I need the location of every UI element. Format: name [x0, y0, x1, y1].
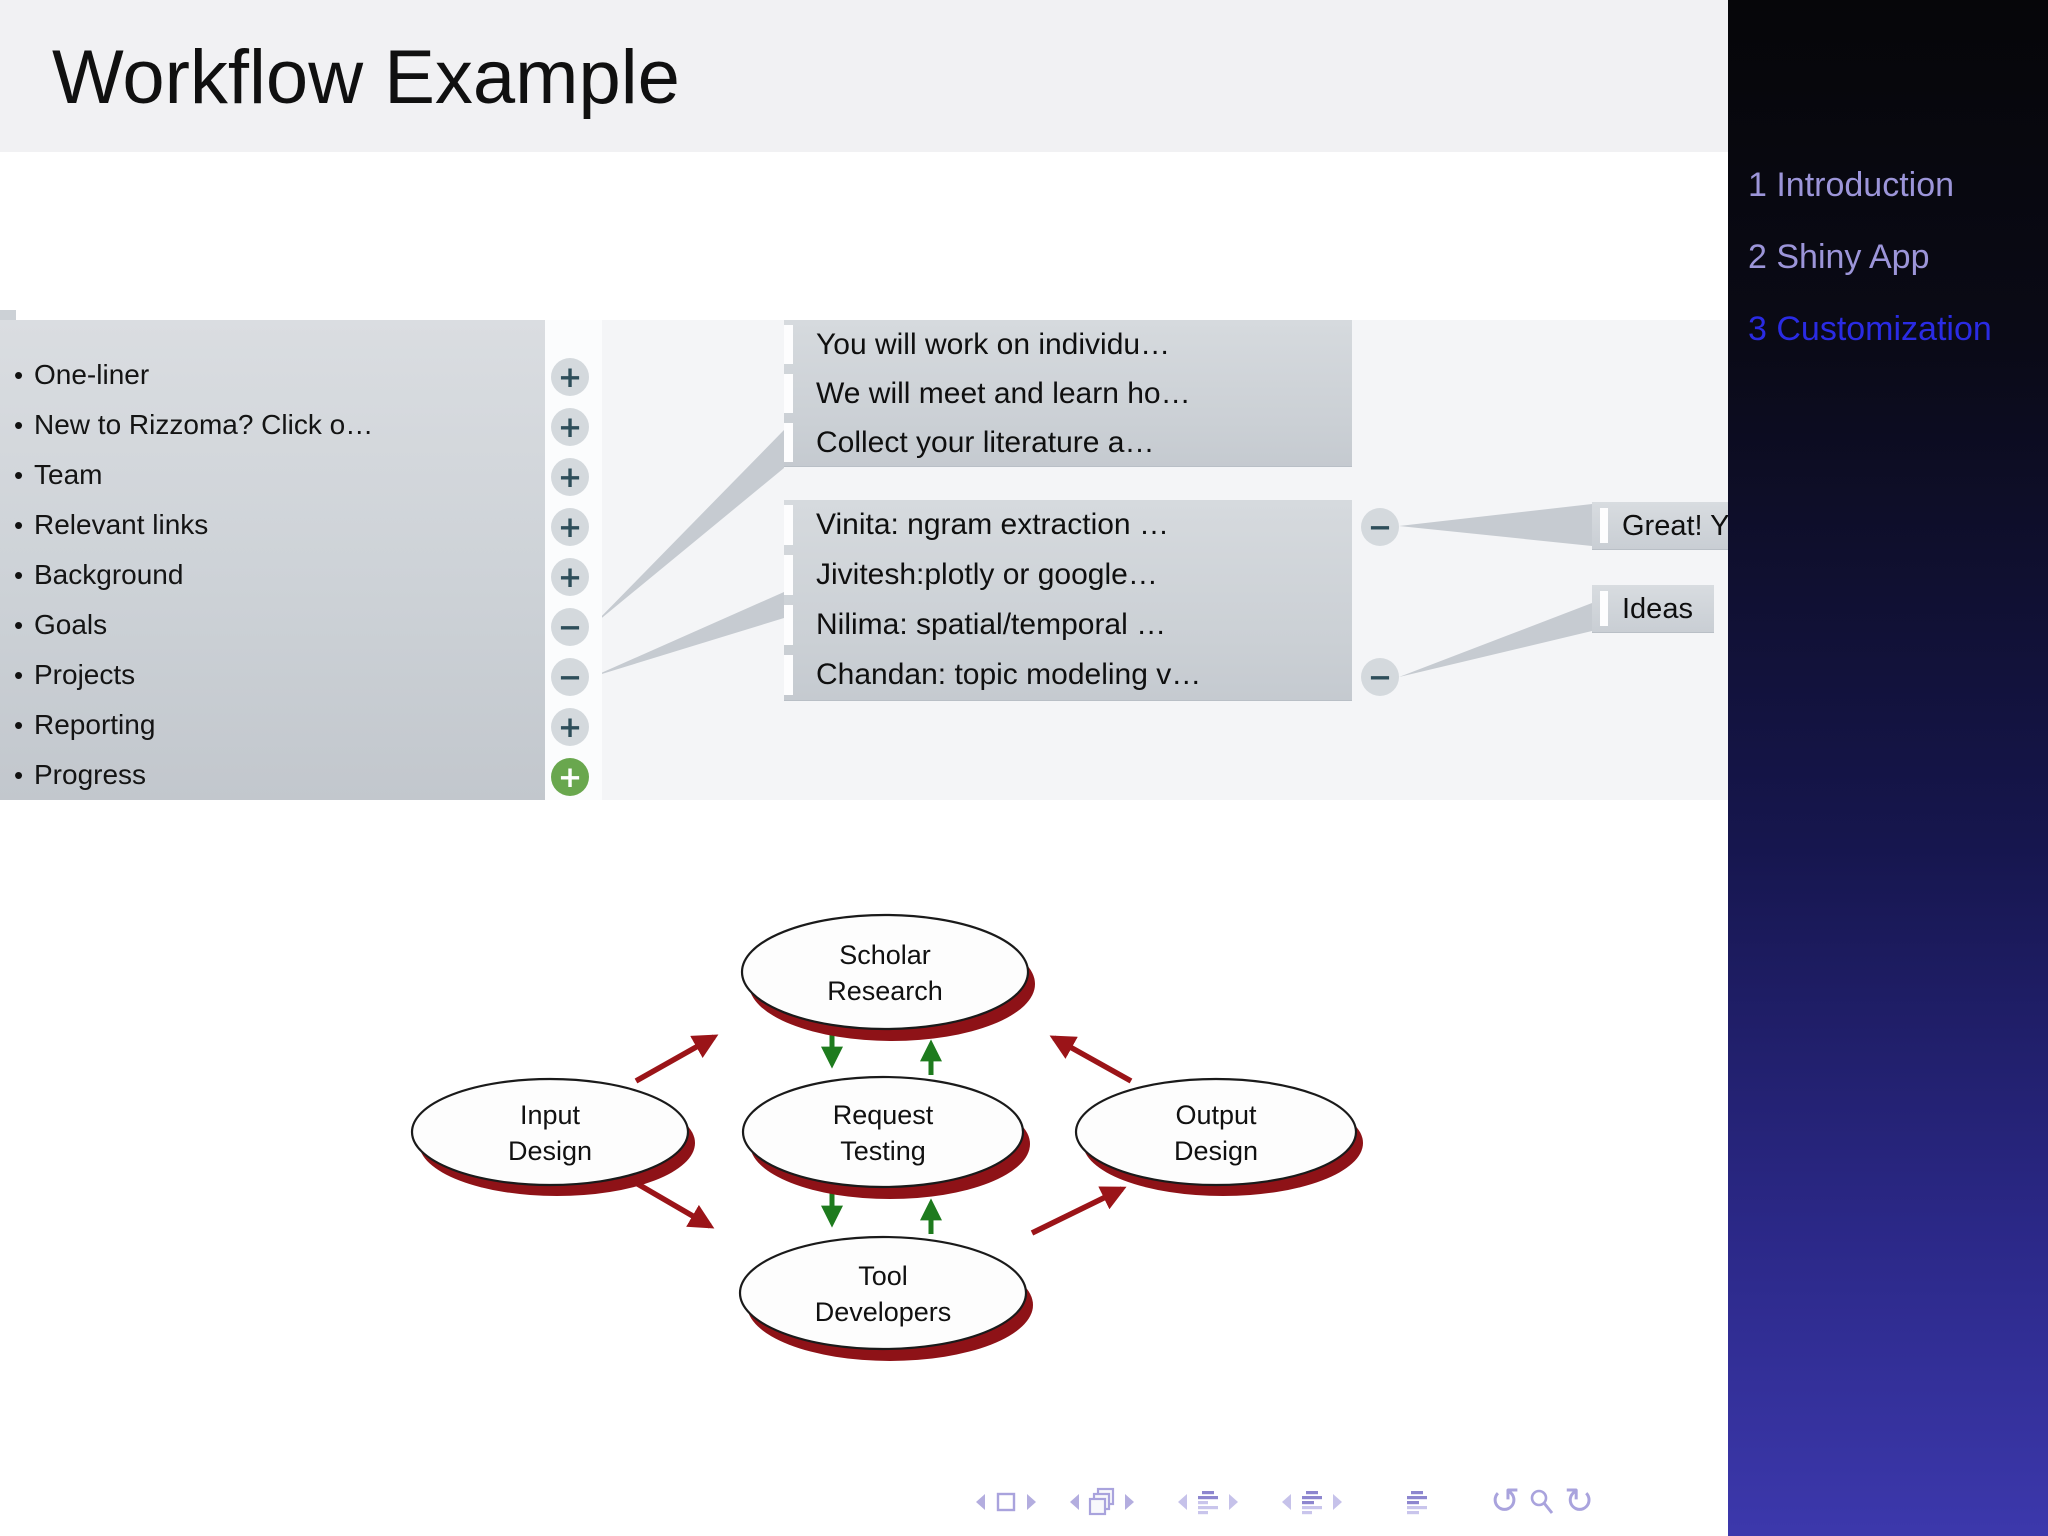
topic-list-pane: One-liner New to Rizzoma? Click o… Team … [0, 320, 545, 800]
node-label: Scholar [839, 940, 931, 970]
expand-topic-button[interactable]: + [551, 358, 589, 396]
topic-item: One-liner [0, 350, 545, 400]
sidebar-item-introduction[interactable]: 1 Introduction [1748, 166, 1955, 204]
appendix-lines-icon[interactable] [1404, 1486, 1430, 1518]
reply-box-ideas: Ideas [1592, 585, 1714, 633]
subsection-lines-icon[interactable] [1195, 1487, 1221, 1517]
node-label: Output [1175, 1100, 1257, 1130]
topic-item: Projects [0, 650, 545, 700]
slide-icon[interactable] [993, 1487, 1019, 1517]
prev-subsection-icon[interactable] [1174, 1487, 1190, 1517]
workflow-diagram: Scholar Research Input Design Request Te… [410, 913, 1363, 1361]
connector-thread2-to-ideas [1399, 603, 1592, 677]
edge-output-to-scholar [1049, 1035, 1133, 1084]
section-lines-icon[interactable] [1299, 1487, 1325, 1517]
node-output-design: Output Design [1074, 1077, 1363, 1196]
thread-message: Collect your literature a… [784, 418, 1352, 467]
node-label: Design [508, 1136, 592, 1166]
thread-box-1: You will work on individu… We will meet … [784, 320, 1352, 467]
node-label: Tool [858, 1261, 908, 1291]
next-slide-icon[interactable] [1024, 1487, 1040, 1517]
back-icon[interactable]: ↺ [1490, 1481, 1521, 1522]
thread-message: Vinita: ngram extraction … [784, 500, 1352, 550]
next-subsection-icon[interactable] [1226, 1487, 1242, 1517]
search-icon[interactable] [1527, 1486, 1557, 1518]
node-input-design: Input Design [410, 1077, 695, 1196]
topic-item: Goals [0, 600, 545, 650]
node-tool-developers: Tool Developers [738, 1235, 1033, 1361]
prev-slide-icon[interactable] [972, 1487, 988, 1517]
edge-tool-to-output [1030, 1186, 1127, 1236]
prev-section-icon[interactable] [1278, 1487, 1294, 1517]
expand-topic-button[interactable]: + [551, 458, 589, 496]
rizzoma-screenshot: One-liner New to Rizzoma? Click o… Team … [0, 310, 1728, 800]
node-label: Testing [840, 1136, 926, 1166]
connector-goals-to-thread1 [592, 430, 784, 626]
expand-topic-button[interactable]: + [551, 508, 589, 546]
node-label: Request [833, 1100, 934, 1130]
next-section-icon[interactable] [1330, 1487, 1346, 1517]
node-scholar-research: Scholar Research [740, 913, 1035, 1041]
node-request-testing: Request Testing [741, 1075, 1030, 1199]
node-label: Design [1174, 1136, 1258, 1166]
title-band: Workflow Example [0, 0, 1728, 152]
topic-item: Reporting [0, 700, 545, 750]
expand-topic-button[interactable]: + [551, 408, 589, 446]
edge-input-to-scholar [634, 1034, 719, 1084]
collapse-reply-button[interactable]: − [1361, 658, 1399, 696]
forward-icon[interactable]: ↻ [1564, 1481, 1595, 1522]
topic-item: Relevant links [0, 500, 545, 550]
thread-message: Jivitesh:plotly or google… [784, 550, 1352, 600]
expand-topic-button[interactable]: + [551, 558, 589, 596]
expand-topic-button[interactable]: + [551, 708, 589, 746]
node-label: Research [827, 976, 943, 1006]
topic-item: New to Rizzoma? Click o… [0, 400, 545, 450]
thread-message: You will work on individu… [784, 320, 1352, 369]
thread-message: We will meet and learn ho… [784, 369, 1352, 418]
prev-frame-icon[interactable] [1066, 1487, 1082, 1517]
sidebar-item-customization[interactable]: 3 Customization [1748, 310, 1992, 348]
node-label: Input [520, 1100, 581, 1130]
frames-icon[interactable] [1087, 1486, 1117, 1518]
collapse-topic-button[interactable]: − [551, 658, 589, 696]
connector-thread2-to-great [1399, 504, 1592, 546]
thread-message: Nilima: spatial/temporal … [784, 600, 1352, 650]
thread-message: Chandan: topic modeling v… [784, 650, 1352, 700]
topic-item: Background [0, 550, 545, 600]
page-title: Workflow Example [52, 35, 680, 120]
add-topic-button[interactable]: + [551, 758, 589, 796]
node-label: Developers [815, 1297, 952, 1327]
collapse-reply-button[interactable]: − [1361, 508, 1399, 546]
thread-box-2: Vinita: ngram extraction … Jivitesh:plot… [784, 500, 1352, 701]
topic-item: Team [0, 450, 545, 500]
toc-sidebar: 1 Introduction 2 Shiny App 3 Customizati… [1728, 0, 2048, 1536]
sidebar-item-shiny-app[interactable]: 2 Shiny App [1748, 238, 1930, 276]
edge-input-to-tool [634, 1180, 715, 1229]
beamer-navigation-bar: ↺ ↻ [972, 1480, 1732, 1524]
pane-tab [0, 310, 16, 320]
reply-box-great: Great! Y [1592, 502, 1728, 550]
next-frame-icon[interactable] [1122, 1487, 1138, 1517]
connector-projects-to-thread2 [592, 592, 784, 677]
collapse-topic-button[interactable]: − [551, 608, 589, 646]
topic-item: Progress [0, 750, 545, 800]
